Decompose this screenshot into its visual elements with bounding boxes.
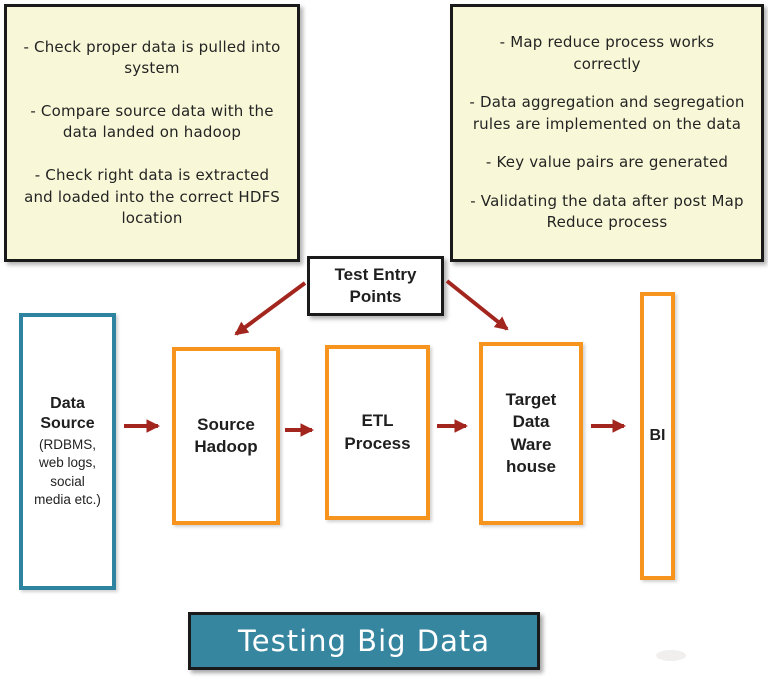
- arrow-testentry-to-hadoop: [234, 281, 307, 336]
- note-mapreduce-checks: - Map reduce process works correctly - D…: [450, 4, 764, 262]
- diagram-title-bar: Testing Big Data: [188, 612, 540, 670]
- note-item: - Validating the data after post Map Red…: [470, 191, 744, 232]
- note-item: - Map reduce process works correctly: [499, 33, 715, 73]
- note-item: - Key value pairs are generated: [485, 153, 729, 172]
- data-source-title: Data Source: [40, 395, 95, 433]
- note-item: - Data aggregation and segregation rules…: [469, 93, 745, 133]
- test-entry-points-label: Test Entry Points: [334, 264, 417, 306]
- test-entry-points-box: Test Entry Points: [307, 256, 444, 316]
- watermark-smudge: [656, 650, 686, 661]
- etl-process-label: ETL Process: [344, 411, 411, 453]
- note-item: - Check proper data is pulled into syste…: [23, 37, 281, 78]
- data-source-subtitle: (RDBMS, web logs, social media etc.): [34, 437, 101, 507]
- arrow-testentry-to-target: [445, 279, 509, 331]
- bi-box: BI: [640, 292, 675, 580]
- etl-process-box: ETL Process: [325, 345, 430, 520]
- note-item: - Compare source data with the data land…: [30, 102, 274, 142]
- diagram-title: Testing Big Data: [238, 623, 490, 658]
- data-source-box: Data Source (RDBMS, web logs, social med…: [19, 313, 116, 590]
- bi-label: BI: [649, 427, 666, 444]
- source-hadoop-box: Source Hadoop: [172, 347, 280, 525]
- source-hadoop-label: Source Hadoop: [194, 414, 258, 456]
- note-hadoop-load-checks: - Check proper data is pulled into syste…: [4, 4, 300, 262]
- note-item: - Check right data is extracted and load…: [24, 166, 280, 227]
- target-warehouse-box: Target Data Ware house: [479, 342, 583, 525]
- target-warehouse-label: Target Data Ware house: [505, 390, 557, 476]
